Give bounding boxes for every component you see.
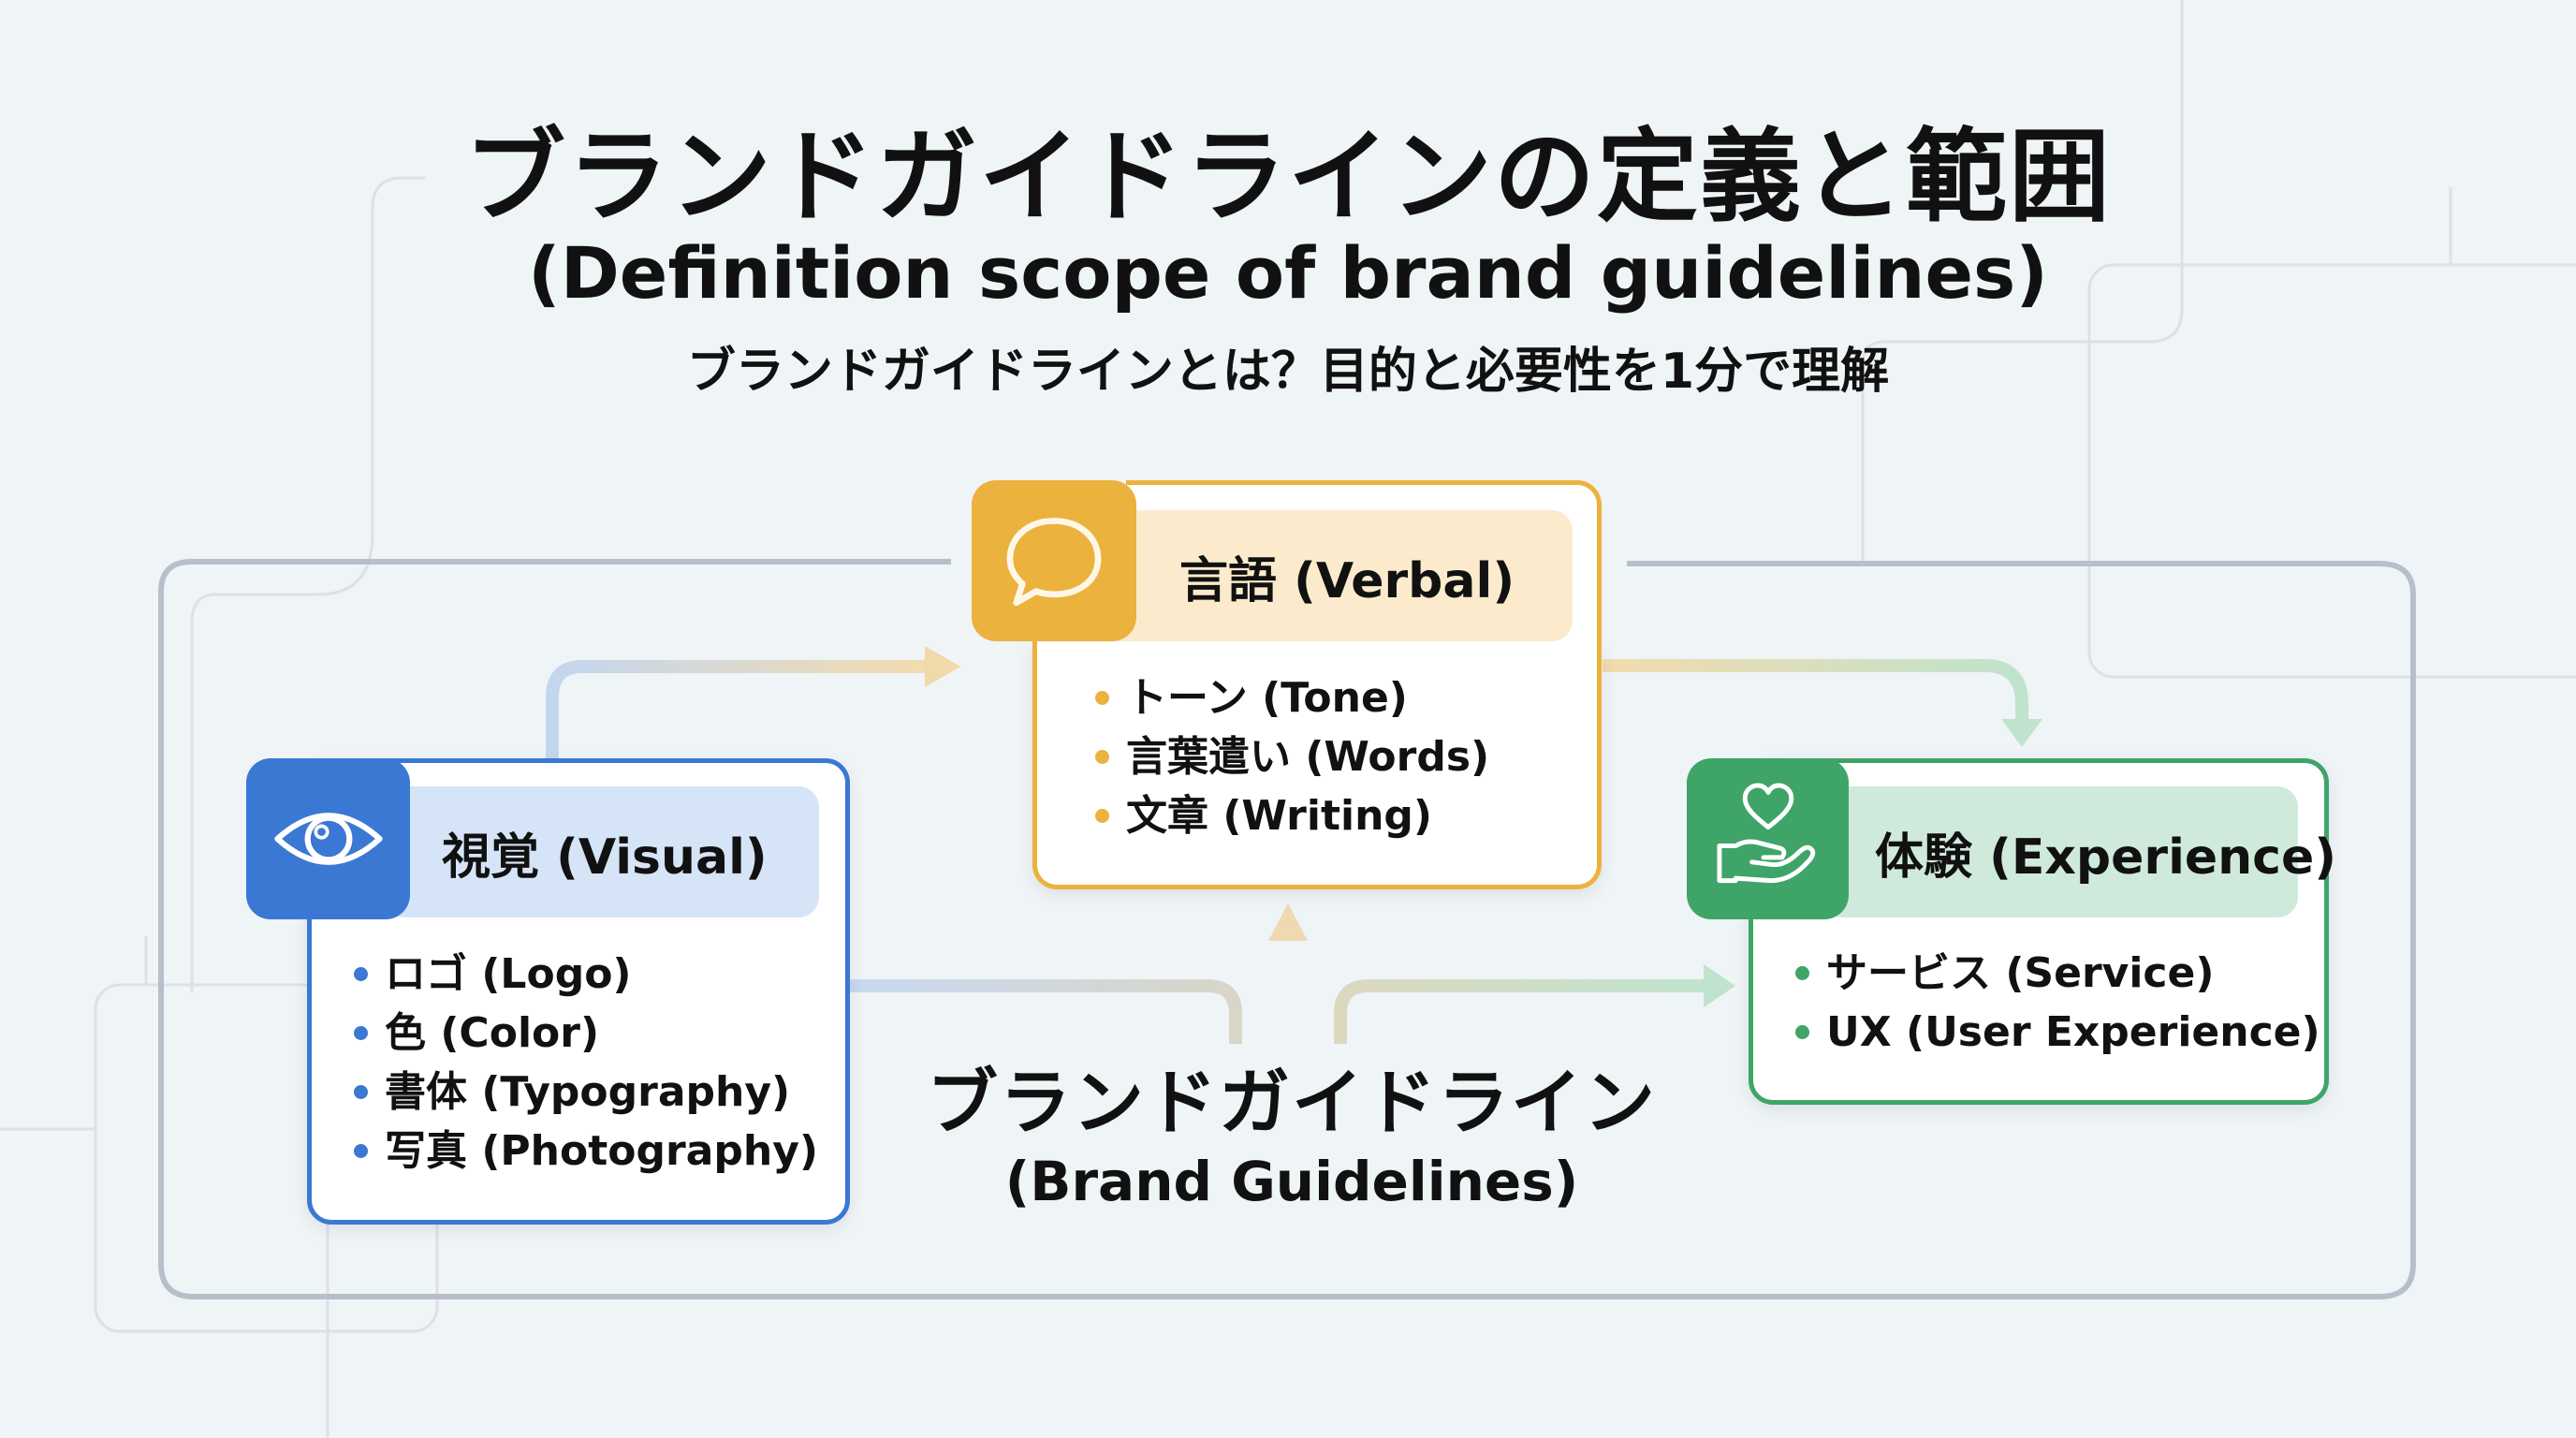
list-item: ロゴ (Logo) xyxy=(354,945,818,1004)
center-label: ブランドガイドライン xyxy=(927,1061,1657,1144)
verbal-title: 言語 (Verbal) xyxy=(1179,552,1515,609)
bullet-icon xyxy=(1795,1025,1809,1039)
visual-list: ロゴ (Logo) 色 (Color) 書体 (Typography) 写真 (… xyxy=(354,945,818,1181)
bullet-icon xyxy=(354,967,368,981)
list-item: 書体 (Typography) xyxy=(354,1063,818,1122)
page-title: ブランドガイドラインの定義と範囲 xyxy=(463,119,2112,236)
verbal-list: トーン (Tone) 言葉遣い (Words) 文章 (Writing) xyxy=(1095,668,1489,845)
bullet-icon xyxy=(354,1144,368,1158)
list-item: 写真 (Photography) xyxy=(354,1122,818,1181)
page-subtitle: ブランドガイドラインとは？目的と必要性を1分で理解 xyxy=(686,344,1890,400)
experience-icon-tile xyxy=(1687,758,1849,919)
center-label-english: (Brand Guidelines) xyxy=(1004,1150,1579,1213)
bullet-icon xyxy=(1795,966,1809,980)
list-item: 色 (Color) xyxy=(354,1004,818,1063)
visual-icon-tile xyxy=(246,758,410,919)
verbal-icon-tile xyxy=(972,480,1136,641)
visual-title: 視覚 (Visual) xyxy=(442,829,768,886)
list-item: サービス (Service) xyxy=(1795,944,2320,1003)
experience-header-band: 体験 (Experience) xyxy=(1821,786,2336,917)
page-title-english: (Definition scope of brand guidelines) xyxy=(527,231,2049,315)
list-item: 文章 (Writing) xyxy=(1095,786,1489,845)
eye-icon xyxy=(273,813,383,865)
bullet-icon xyxy=(1095,809,1109,823)
heart-hand-icon xyxy=(1716,783,1815,884)
list-item: 言葉遣い (Words) xyxy=(1095,727,1489,786)
bullet-icon xyxy=(1095,691,1109,705)
list-item: UX (User Experience) xyxy=(1795,1003,2320,1062)
verbal-card xyxy=(1032,641,1602,889)
bullet-icon xyxy=(354,1026,368,1040)
bullet-icon xyxy=(354,1085,368,1099)
list-item: トーン (Tone) xyxy=(1095,668,1489,727)
speech-bubble-icon xyxy=(1006,518,1102,607)
verbal-header-band: 言語 (Verbal) xyxy=(1105,510,1573,641)
experience-list: サービス (Service) UX (User Experience) xyxy=(1795,944,2320,1062)
visual-header-band: 視覚 (Visual) xyxy=(384,786,819,917)
bullet-icon xyxy=(1095,750,1109,764)
experience-title: 体験 (Experience) xyxy=(1875,829,2337,886)
